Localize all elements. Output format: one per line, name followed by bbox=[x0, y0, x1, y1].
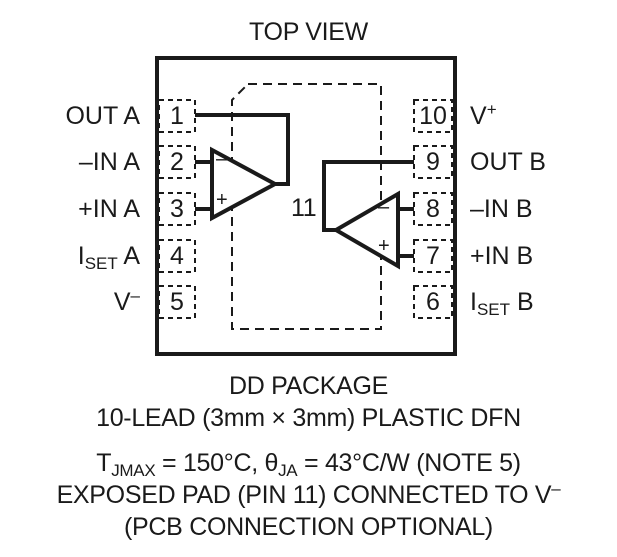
pin-label-minus-in-b: –IN B bbox=[470, 195, 533, 223]
pin-number-3: 3 bbox=[170, 195, 184, 223]
pin-label-iset-a: ISET A bbox=[77, 242, 140, 273]
pin-pad-10 bbox=[413, 99, 453, 133]
pin-pad-5 bbox=[158, 285, 196, 319]
amp-a-plus-symbol: + bbox=[216, 189, 228, 211]
pin-number-2: 2 bbox=[170, 148, 184, 176]
caption-exposed-pad: EXPOSED PAD (PIN 11) CONNECTED TO V– bbox=[56, 479, 561, 509]
pin-number-8: 8 bbox=[426, 195, 440, 223]
op-amp-b bbox=[322, 160, 414, 270]
pin-label-out-b: OUT B bbox=[470, 148, 546, 176]
pin-label-minus-in-a: –IN A bbox=[78, 148, 140, 176]
pin-pad-3 bbox=[158, 192, 196, 226]
pin-pad-6 bbox=[413, 285, 453, 319]
caption-lead-description: 10-LEAD (3mm × 3mm) PLASTIC DFN bbox=[96, 404, 521, 432]
pin-pad-9 bbox=[413, 145, 453, 179]
pin-number-5: 5 bbox=[170, 288, 184, 316]
pin-label-out-a: OUT A bbox=[65, 102, 140, 130]
pin-number-4: 4 bbox=[170, 242, 184, 270]
pin-pad-7 bbox=[413, 239, 453, 273]
pin-label-v-minus: V– bbox=[113, 286, 140, 316]
amp-b-minus-symbol: – bbox=[378, 196, 389, 218]
exposed-pad-number: 11 bbox=[291, 194, 317, 222]
pin-label-v-plus: V+ bbox=[470, 100, 497, 130]
caption-pcb-note: (PCB CONNECTION OPTIONAL) bbox=[124, 513, 493, 541]
pin-pad-2 bbox=[158, 145, 196, 179]
pin-number-6: 6 bbox=[426, 288, 440, 316]
pin-label-plus-in-b: +IN B bbox=[470, 242, 534, 270]
pin-number-7: 7 bbox=[426, 242, 440, 270]
caption-thermal: TJMAX = 150°C, θJA = 43°C/W (NOTE 5) bbox=[96, 449, 521, 480]
amp-b-plus-symbol: + bbox=[378, 235, 390, 257]
pin-pad-4 bbox=[158, 239, 196, 273]
exposed-pad-outline bbox=[231, 83, 382, 330]
pin-label-plus-in-a: +IN A bbox=[78, 195, 140, 223]
pin-label-iset-b: ISET B bbox=[470, 288, 534, 319]
pin-number-1: 1 bbox=[170, 102, 184, 130]
diagram-title: TOP VIEW bbox=[249, 18, 368, 46]
package-outline bbox=[155, 56, 457, 356]
pin-number-10: 10 bbox=[419, 102, 447, 130]
pin-number-9: 9 bbox=[426, 148, 440, 176]
op-amp-a bbox=[195, 113, 290, 222]
pin-pad-1 bbox=[158, 99, 196, 133]
amp-a-minus-symbol: – bbox=[216, 148, 227, 170]
pin-pad-8 bbox=[413, 192, 453, 226]
caption-package: DD PACKAGE bbox=[228, 372, 389, 400]
